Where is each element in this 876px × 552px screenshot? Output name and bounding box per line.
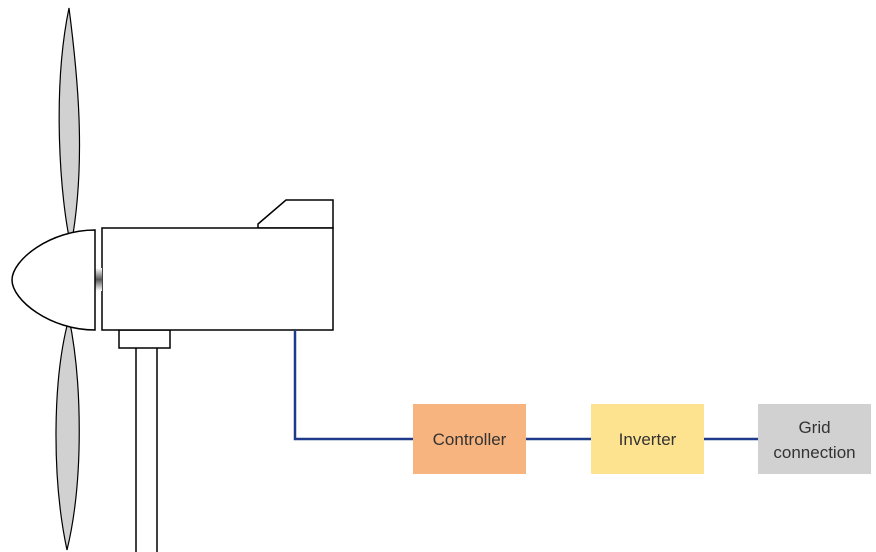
grid-connection-node: Grid connection bbox=[758, 404, 871, 474]
hub-nose-cone bbox=[11, 229, 96, 331]
controller-label: Controller bbox=[433, 430, 507, 449]
rotor-shaft bbox=[95, 268, 102, 291]
controller-box bbox=[413, 404, 526, 474]
inverter-node: Inverter bbox=[591, 404, 704, 474]
turbine-tower bbox=[135, 348, 158, 552]
grid-connection-label-line2: connection bbox=[773, 443, 855, 462]
tower-flange bbox=[118, 329, 171, 349]
turbine-blade-top bbox=[58, 7, 81, 247]
connector-turbine-controller bbox=[293, 330, 413, 441]
inverter-box bbox=[591, 404, 704, 474]
connector-lines bbox=[293, 330, 758, 441]
nacelle bbox=[101, 227, 334, 331]
inverter-label: Inverter bbox=[619, 430, 677, 449]
controller-node: Controller bbox=[413, 404, 526, 474]
nacelle-roof bbox=[257, 199, 334, 229]
turbine-blade-bottom bbox=[55, 317, 80, 551]
grid-connection-box bbox=[758, 404, 871, 474]
grid-connection-label-line1: Grid bbox=[798, 418, 830, 437]
